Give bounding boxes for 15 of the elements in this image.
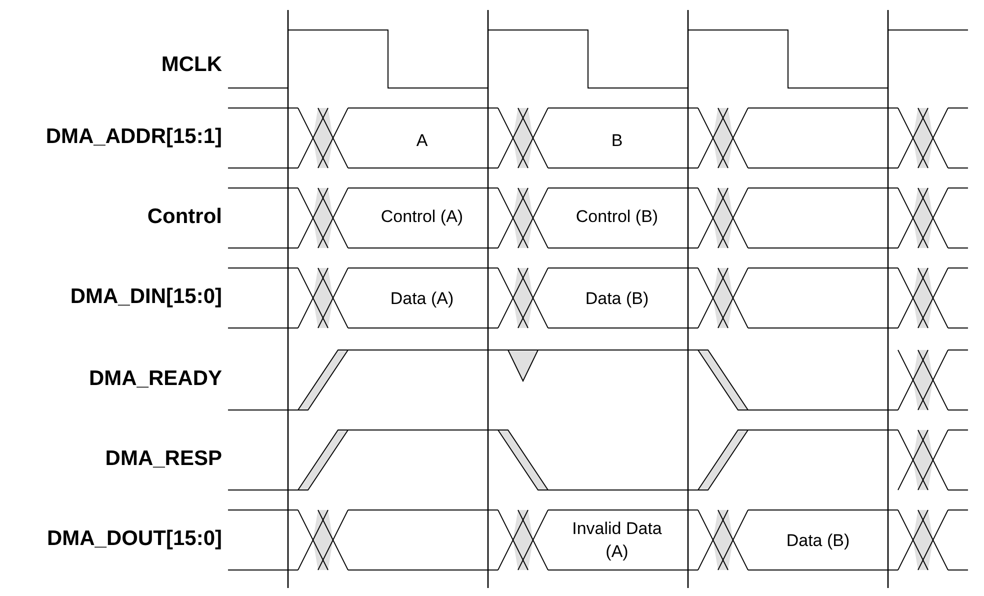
signal-name: DMA_READY (88, 367, 222, 391)
bus-value: Control (A) (380, 206, 464, 228)
signal-name: DMA_DIN[15:0] (70, 285, 222, 309)
signal-name: MCLK (161, 53, 222, 77)
bus-value: Data (B) (785, 530, 851, 552)
signal-name: Control (147, 205, 222, 229)
signal-name: DMA_RESP (105, 447, 222, 471)
bus-value: Data (B) (584, 288, 650, 310)
bus-value: Invalid Data (A) (571, 518, 663, 563)
bus-value: A (415, 130, 429, 152)
signal-name: DMA_ADDR[15:1] (46, 125, 222, 149)
signal-name: DMA_DOUT[15:0] (46, 527, 222, 551)
bus-value: Control (B) (574, 206, 660, 228)
bus-value: B (610, 130, 624, 152)
bus-value: Data (A) (389, 288, 455, 310)
